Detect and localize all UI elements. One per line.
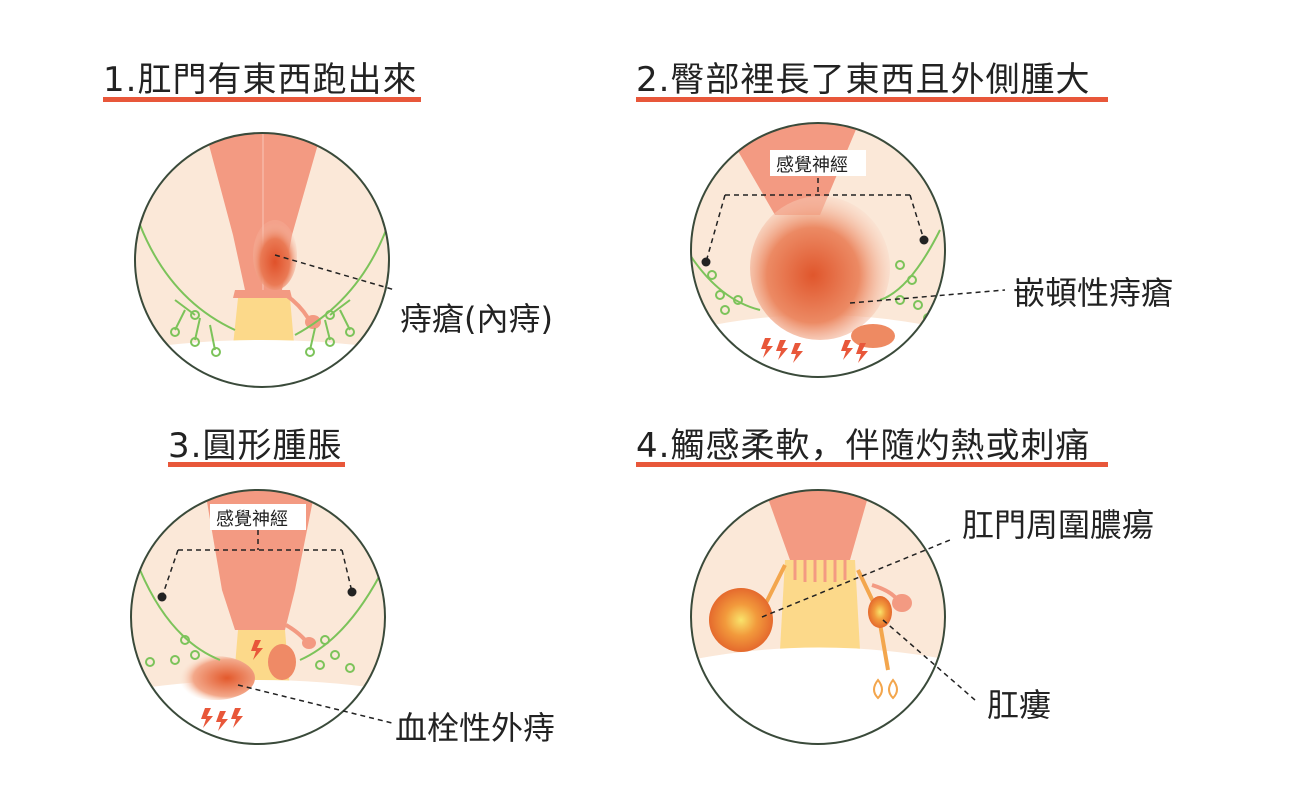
- panel4-title: 4.觸感柔軟，伴隨灼熱或刺痛: [636, 426, 1091, 466]
- panel2-title: 2.臀部裡長了東西且外側腫大: [636, 60, 1091, 100]
- panel1-circle: [135, 133, 389, 387]
- panel4-circle: [691, 490, 945, 744]
- panel2-nerve-label: 感覺神經: [776, 155, 848, 176]
- panel4-label-fistula: 肛瘻: [987, 686, 1052, 724]
- panel3-label: 血栓性外痔: [395, 709, 556, 747]
- panel1-title: 1.肛門有東西跑出來: [103, 60, 418, 100]
- panel4-label-abscess: 肛門周圍膿瘍: [962, 506, 1155, 544]
- panel3-nerve-label: 感覺神經: [216, 509, 288, 530]
- panel2-label: 嵌頓性痔瘡: [1013, 274, 1174, 312]
- panel4-underline: [636, 462, 1108, 467]
- panel1-label: 痔瘡(內痔): [400, 300, 553, 338]
- panel2-underline: [636, 97, 1108, 102]
- panel3-title: 3.圓形腫脹: [168, 426, 343, 466]
- panel3-circle: [131, 490, 385, 744]
- panel3-underline: [168, 462, 345, 467]
- panel1-underline: [103, 97, 421, 102]
